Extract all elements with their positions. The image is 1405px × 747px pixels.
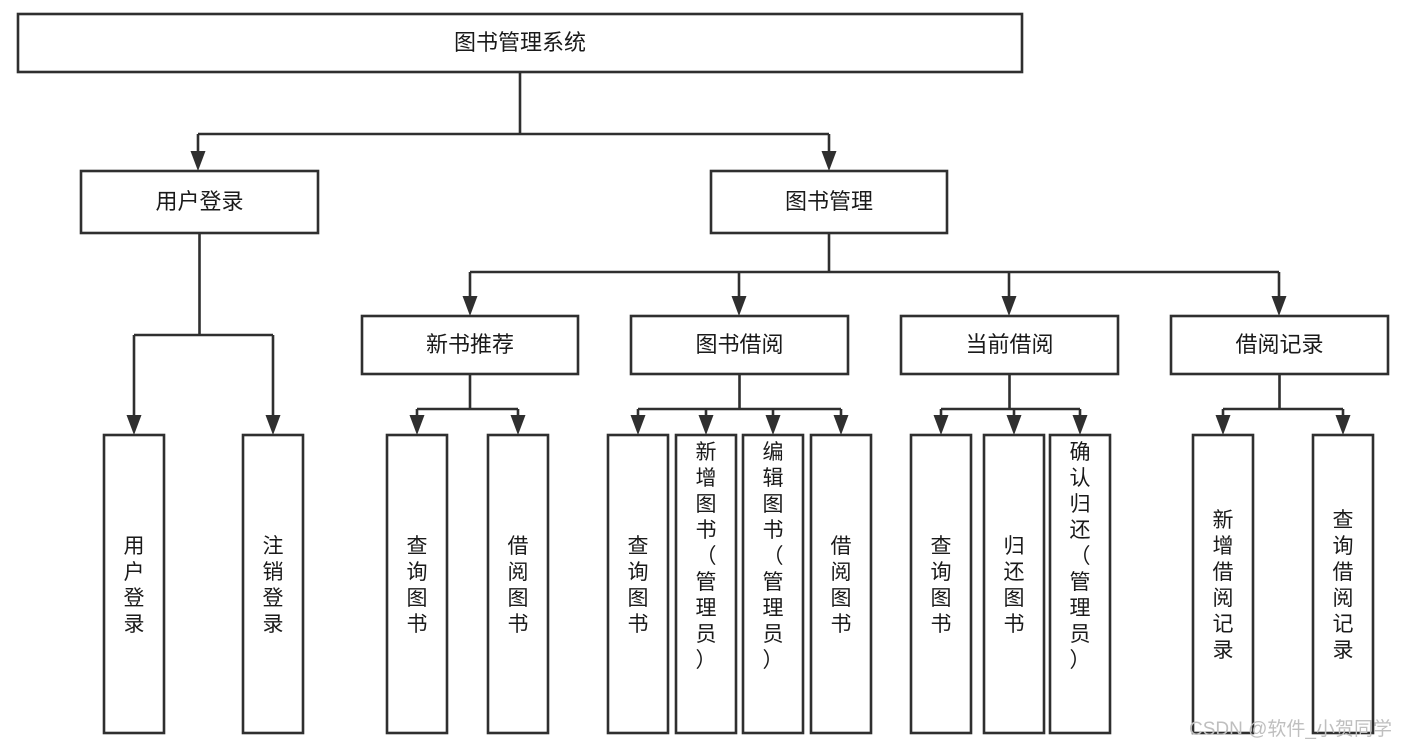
arrow-head-icon <box>933 415 949 435</box>
node-label-leaf-add-book-admin: 新增图书（管理员） <box>696 441 717 672</box>
node-leaf-query-borrow-record[interactable]: 查询借阅记录 <box>1311 433 1375 735</box>
node-box-book-management[interactable] <box>709 169 949 235</box>
node-label-leaf-confirm-return-admin: 确认归还（管理员） <box>1070 441 1091 672</box>
arrow-head-icon <box>190 151 206 171</box>
node-borrow-records[interactable]: 借阅记录 <box>1169 314 1390 376</box>
node-book-management[interactable]: 图书管理 <box>709 169 949 235</box>
node-label-user-login: 用户登录 <box>155 189 243 214</box>
arrow-head-icon <box>833 415 849 435</box>
node-label-leaf-borrow-book-new: 借阅图书 <box>508 535 529 636</box>
node-box-leaf-edit-book-admin[interactable] <box>741 433 805 735</box>
node-root[interactable]: 图书管理系统 <box>16 12 1024 74</box>
node-label-leaf-query-book-borrow: 查询图书 <box>628 535 649 636</box>
node-box-leaf-confirm-return-admin[interactable] <box>1048 433 1112 735</box>
node-book-borrow[interactable]: 图书借阅 <box>629 314 850 376</box>
arrow-head-icon <box>510 415 526 435</box>
node-leaf-return-book[interactable]: 归还图书 <box>982 433 1046 735</box>
node-label-root: 图书管理系统 <box>454 30 586 55</box>
node-leaf-query-book-new[interactable]: 查询图书 <box>385 433 449 735</box>
node-leaf-borrow-book-new[interactable]: 借阅图书 <box>486 433 550 735</box>
arrow-head-icon <box>1006 415 1022 435</box>
arrow-head-icon <box>126 415 142 435</box>
node-box-leaf-add-borrow-record[interactable] <box>1191 433 1255 735</box>
node-leaf-edit-book-admin[interactable]: 编辑图书（管理员） <box>741 433 805 735</box>
arrow-head-icon <box>462 296 478 316</box>
node-box-root[interactable] <box>16 12 1024 74</box>
node-layer: 图书管理系统用户登录图书管理新书推荐图书借阅当前借阅借阅记录用户登录注销登录查询… <box>16 12 1390 735</box>
node-box-leaf-query-book-borrow[interactable] <box>606 433 670 735</box>
node-label-leaf-user-login: 用户登录 <box>124 535 145 636</box>
node-label-leaf-query-book-new: 查询图书 <box>407 535 428 636</box>
node-user-login[interactable]: 用户登录 <box>79 169 320 235</box>
node-label-leaf-logout: 注销登录 <box>263 535 284 636</box>
arrow-head-icon <box>698 415 714 435</box>
arrow-head-icon <box>1001 296 1017 316</box>
node-box-leaf-query-book-new[interactable] <box>385 433 449 735</box>
node-box-borrow-records[interactable] <box>1169 314 1390 376</box>
arrow-head-icon <box>1072 415 1088 435</box>
node-leaf-add-borrow-record[interactable]: 新增借阅记录 <box>1191 433 1255 735</box>
node-current-borrow[interactable]: 当前借阅 <box>899 314 1120 376</box>
node-leaf-confirm-return-admin[interactable]: 确认归还（管理员） <box>1048 433 1112 735</box>
node-leaf-query-book-current[interactable]: 查询图书 <box>909 433 973 735</box>
arrow-head-icon <box>1271 296 1287 316</box>
node-label-current-borrow: 当前借阅 <box>965 332 1053 357</box>
node-box-leaf-return-book[interactable] <box>982 433 1046 735</box>
arrow-head-icon <box>1335 415 1351 435</box>
node-label-leaf-return-book: 归还图书 <box>1004 535 1025 636</box>
node-label-borrow-records: 借阅记录 <box>1235 332 1323 357</box>
node-box-leaf-add-book-admin[interactable] <box>674 433 738 735</box>
node-box-leaf-query-book-current[interactable] <box>909 433 973 735</box>
watermark-label: CSDN @软件_小贺同学 <box>1189 718 1392 740</box>
node-label-leaf-borrow-book: 借阅图书 <box>831 535 852 636</box>
arrow-head-icon <box>409 415 425 435</box>
node-box-leaf-user-login[interactable] <box>102 433 166 735</box>
arrow-head-icon <box>630 415 646 435</box>
node-box-leaf-borrow-book[interactable] <box>809 433 873 735</box>
node-box-current-borrow[interactable] <box>899 314 1120 376</box>
node-leaf-user-login[interactable]: 用户登录 <box>102 433 166 735</box>
arrow-head-icon <box>265 415 281 435</box>
node-box-new-book-recommend[interactable] <box>360 314 580 376</box>
node-new-book-recommend[interactable]: 新书推荐 <box>360 314 580 376</box>
node-leaf-query-book-borrow[interactable]: 查询图书 <box>606 433 670 735</box>
arrow-head-icon <box>731 296 747 316</box>
node-leaf-logout[interactable]: 注销登录 <box>241 433 305 735</box>
arrow-head-icon <box>1215 415 1231 435</box>
node-label-book-management: 图书管理 <box>785 189 873 214</box>
node-box-user-login[interactable] <box>79 169 320 235</box>
arrow-head-icon <box>765 415 781 435</box>
node-label-leaf-add-borrow-record: 新增借阅记录 <box>1213 509 1234 662</box>
node-box-leaf-logout[interactable] <box>241 433 305 735</box>
arrow-head-icon <box>821 151 837 171</box>
node-box-leaf-borrow-book-new[interactable] <box>486 433 550 735</box>
node-box-book-borrow[interactable] <box>629 314 850 376</box>
connector-layer <box>126 72 1351 435</box>
node-leaf-borrow-book[interactable]: 借阅图书 <box>809 433 873 735</box>
node-leaf-add-book-admin[interactable]: 新增图书（管理员） <box>674 433 738 735</box>
node-label-leaf-query-borrow-record: 查询借阅记录 <box>1333 509 1354 662</box>
node-label-book-borrow: 图书借阅 <box>695 332 783 357</box>
node-box-leaf-query-borrow-record[interactable] <box>1311 433 1375 735</box>
node-label-leaf-query-book-current: 查询图书 <box>931 535 952 636</box>
node-label-leaf-edit-book-admin: 编辑图书（管理员） <box>763 441 784 672</box>
node-label-new-book-recommend: 新书推荐 <box>426 332 514 357</box>
